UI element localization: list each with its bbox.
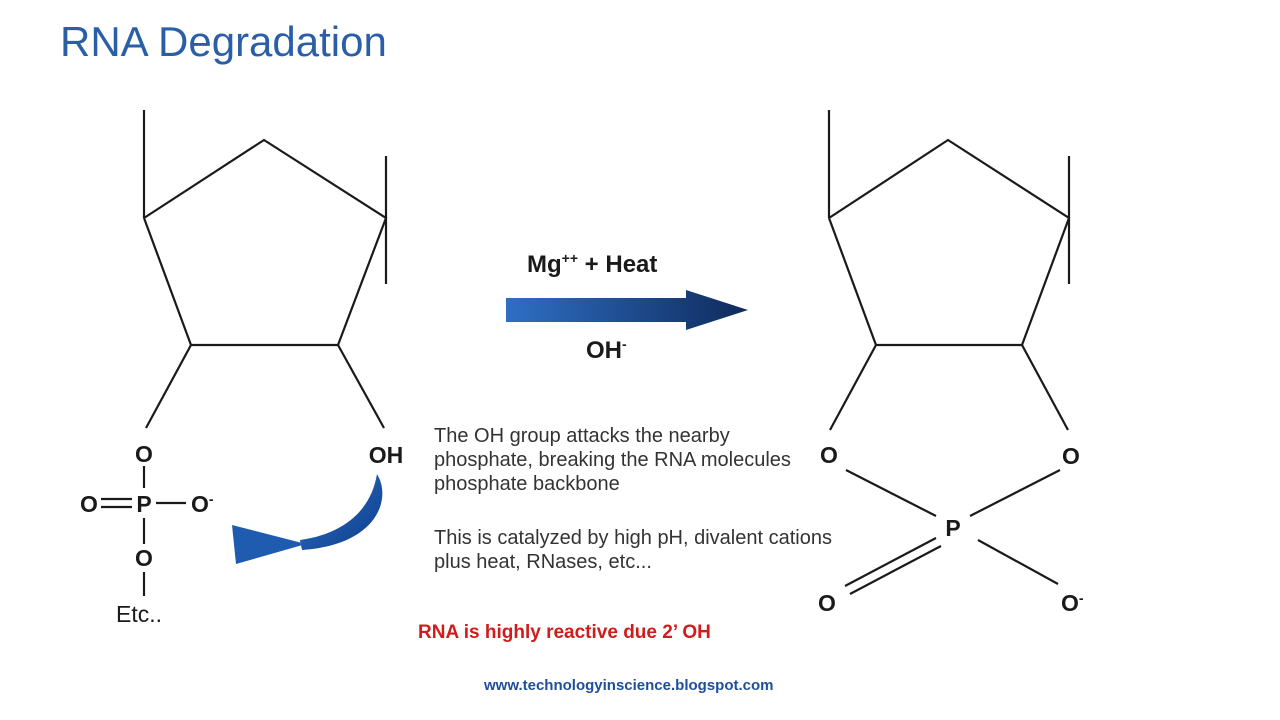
attack-arrow [232,474,383,564]
right-p: P [945,515,960,541]
left-bond-to-o [145,344,192,429]
description-paragraph-1: The OH group attacks the nearby phosphat… [434,425,791,495]
reaction-arrow-shape [506,290,748,330]
right-double-bond-b [849,545,942,595]
right-bond-o-p-right [969,469,1061,517]
attack-arrow-curve [300,474,383,550]
attack-arrow-head [232,525,306,564]
right-o-minus: O- [1061,590,1084,616]
right-o-minus-charge: - [1079,590,1084,606]
left-o-top: O [135,441,153,467]
right-bond-p-o-minus [977,539,1059,585]
right-cyclic-phosphate-molecule [827,110,1071,595]
left-o-double: O [80,491,98,517]
left-o-minus-charge: - [209,491,214,507]
condition-heat: + Heat [578,251,657,278]
condition-mg: Mg [527,251,562,278]
left-p: P [136,491,151,517]
condition-oh: OH [586,337,622,364]
right-bond-to-o-left [829,344,877,431]
left-oh-label: OH [369,442,404,468]
left-bond-to-oh [337,344,385,429]
reaction-arrow [506,290,748,330]
left-o-minus-letter: O [191,491,209,517]
key-point-text: RNA is highly reactive due 2’ OH [418,622,711,643]
right-ring [827,138,1071,347]
right-o-left: O [820,442,838,468]
left-ribose-molecule [101,110,388,596]
slide-title: RNA Degradation [60,18,387,65]
right-bond-o-p-left [845,469,937,517]
reaction-condition-top: Mg++ + Heat [527,250,657,278]
left-etc-label: Etc.. [116,601,162,627]
right-o-right: O [1062,443,1080,469]
right-o-minus-letter: O [1061,590,1079,616]
right-bond-to-o-right [1021,344,1069,431]
right-double-bond-a [844,537,937,587]
footer-url: www.technologyinscience.blogspot.com [484,677,774,694]
right-o-double: O [818,590,836,616]
condition-oh-charge: - [622,336,627,352]
left-o-minus: O- [191,491,214,517]
condition-mg-charge: ++ [562,250,578,266]
reaction-condition-bottom: OH- [586,336,627,364]
left-ring [142,138,388,347]
left-o-bottom: O [135,545,153,571]
description-paragraph-2: This is catalyzed by high pH, divalent c… [434,527,832,573]
